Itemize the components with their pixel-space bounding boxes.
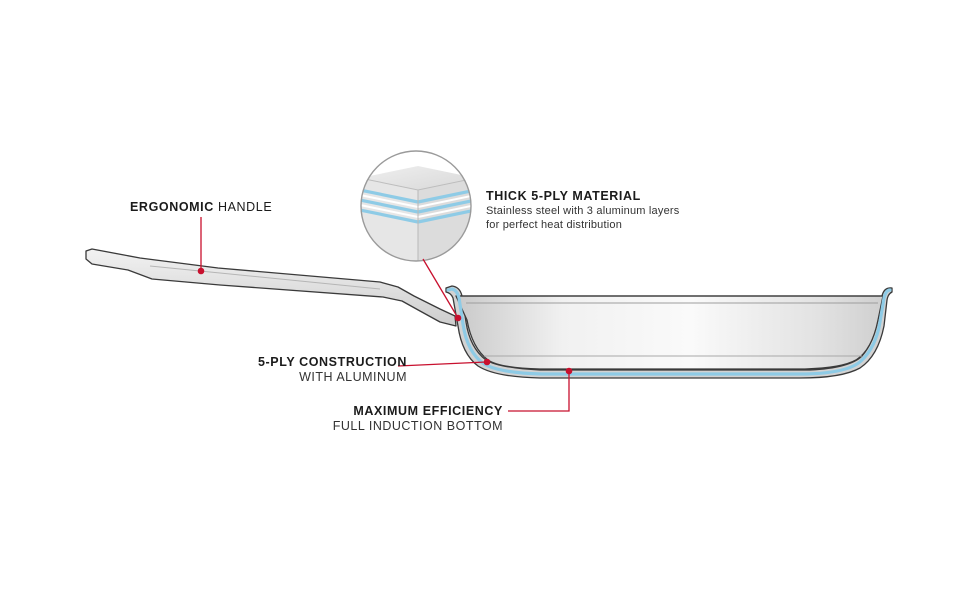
dot-efficiency [565, 367, 573, 375]
label-efficiency: MAXIMUM EFFICIENCY FULL INDUCTION BOTTOM [300, 404, 503, 434]
label-handle: ERGONOMIC HANDLE [130, 200, 272, 215]
label-construction-title: 5-PLY CONSTRUCTION [257, 355, 407, 369]
label-efficiency-sub: FULL INDUCTION BOTTOM [332, 419, 503, 433]
dot-construction [483, 358, 491, 366]
label-material: THICK 5-PLY MATERIAL Stainless steel wit… [486, 189, 679, 232]
callout-dots [197, 267, 573, 375]
label-construction: 5-PLY CONSTRUCTION WITH ALUMINUM [220, 355, 407, 385]
leader-efficiency [508, 371, 570, 412]
label-efficiency-title: MAXIMUM EFFICIENCY [353, 404, 503, 418]
dot-material [454, 314, 462, 322]
leader-construction [397, 361, 487, 367]
dot-handle [197, 267, 205, 275]
label-handle-rest: HANDLE [213, 200, 273, 214]
label-construction-sub: WITH ALUMINUM [299, 370, 407, 384]
label-material-line1: Stainless steel with 3 aluminum layers [486, 205, 680, 217]
aluminum-layer [446, 287, 892, 376]
pan-handle [85, 248, 457, 327]
pan-body [445, 285, 893, 379]
callout-leaders [200, 217, 570, 412]
ply-magnifier [360, 150, 472, 262]
leader-material [422, 258, 459, 319]
label-material-line2: for perfect heat distribution [486, 219, 623, 231]
label-material-title: THICK 5-PLY MATERIAL [486, 189, 641, 203]
label-handle-strong: ERGONOMIC [130, 200, 214, 214]
